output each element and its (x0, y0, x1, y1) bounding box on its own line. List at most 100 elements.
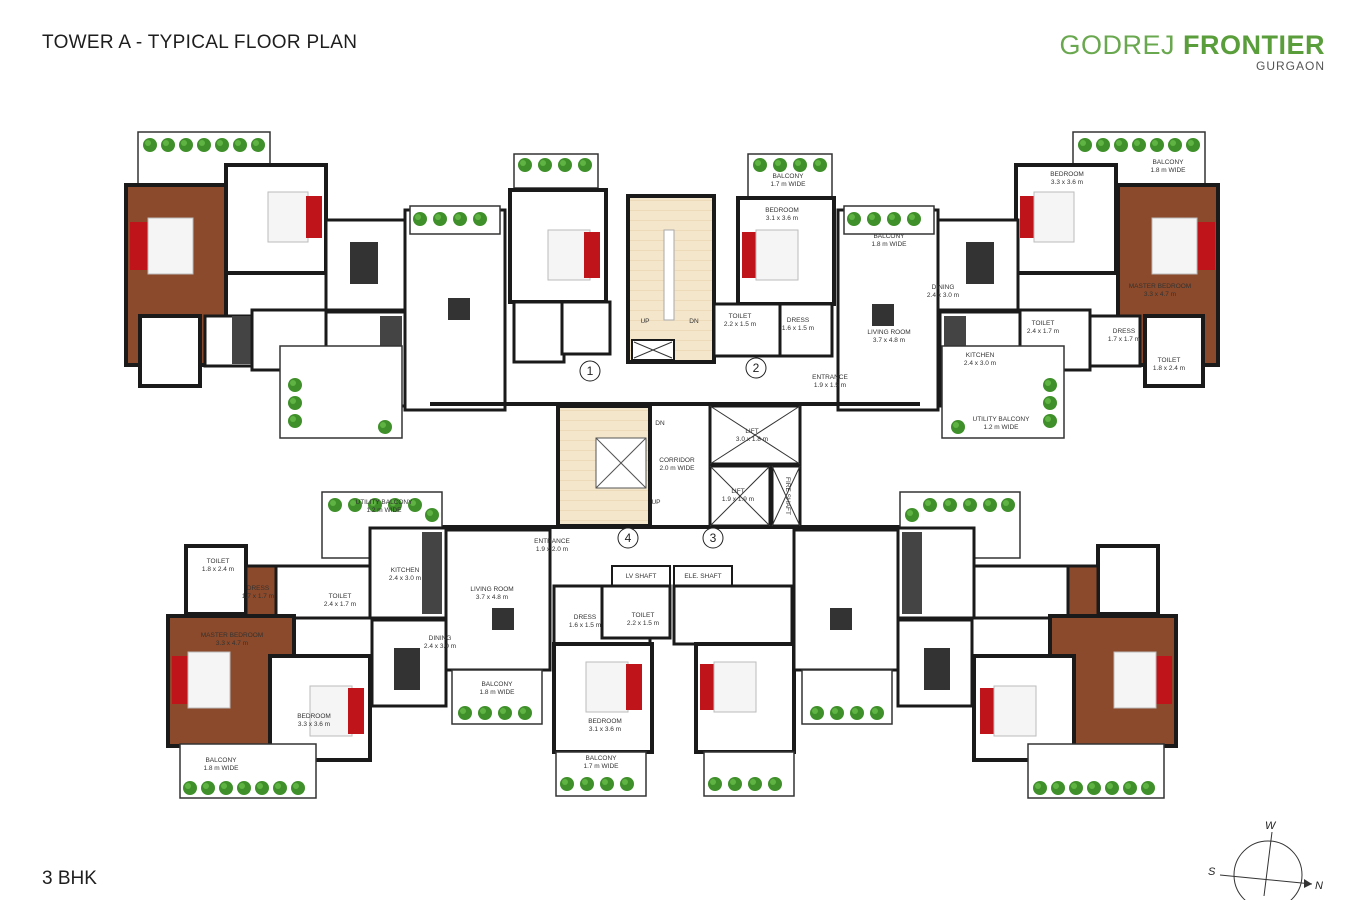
dress (1066, 564, 1100, 618)
label: BALCONY (481, 681, 513, 688)
label: TOILET (632, 612, 655, 619)
toilet (712, 302, 782, 358)
label: 1.9 x 2.0 m (536, 546, 568, 553)
compass-w: W (1265, 820, 1277, 832)
label: 1.8 m WIDE (1150, 167, 1186, 174)
label: DINING (429, 635, 452, 642)
label: TOILET (1032, 320, 1055, 327)
label: 3.3 x 3.6 m (298, 721, 330, 728)
label: FIRE SHAFT (784, 477, 791, 515)
unit-top-right (836, 131, 1220, 439)
dress (778, 302, 834, 358)
label: BALCONY (1152, 159, 1184, 166)
core-number: 3 (710, 531, 717, 545)
label: CORRIDOR (659, 457, 695, 464)
dining-table (350, 242, 378, 284)
bed (147, 217, 194, 275)
label: 1.8 m WIDE (479, 689, 515, 696)
label: DINING (932, 284, 955, 291)
toilet (560, 300, 612, 356)
unit-top-left (124, 131, 507, 439)
label: 1.2 m WIDE (983, 424, 1019, 431)
toilet (274, 564, 372, 620)
toilet (672, 584, 794, 646)
label: TOILET (207, 558, 230, 565)
label: TOILET (329, 593, 352, 600)
dining (324, 218, 408, 312)
label: BEDROOM (1050, 171, 1084, 178)
label: TOILET (729, 313, 752, 320)
label: 1.6 x 1.5 m (782, 325, 814, 332)
label: 3.7 x 4.8 m (873, 337, 905, 344)
label: KITCHEN (391, 567, 420, 574)
core-number: 2 (753, 361, 760, 375)
compass-icon: W S N (1208, 820, 1323, 900)
core-number: 4 (625, 531, 632, 545)
label: LIFT (731, 488, 744, 495)
toilet (1143, 314, 1205, 388)
label: 1.8 m WIDE (871, 241, 907, 248)
label: 2.4 x 3.0 m (927, 292, 959, 299)
label: 2.4 x 1.7 m (1027, 328, 1059, 335)
label: UP (651, 499, 660, 506)
brand-city: GURGAON (1255, 59, 1325, 73)
toilet (184, 544, 248, 616)
label: DRESS (787, 317, 810, 324)
label: 1.8 x 2.4 m (202, 566, 234, 573)
toilet (972, 564, 1070, 620)
label: BALCONY (205, 757, 237, 764)
compass-s: S (1208, 866, 1216, 878)
label: BALCONY (585, 755, 617, 762)
label: DRESS (574, 614, 597, 621)
wardrobe (232, 316, 252, 364)
label: 1.7 x 1.7 m (1108, 336, 1140, 343)
label: 2.2 x 1.5 m (627, 620, 659, 627)
label: LIVING ROOM (470, 586, 513, 593)
label: BEDROOM (765, 207, 799, 214)
label: 3.1 x 3.6 m (766, 215, 798, 222)
label: LV SHAFT (626, 573, 657, 580)
label: 2.4 x 3.0 m (424, 643, 456, 650)
label: 3.1 x 3.6 m (589, 726, 621, 733)
brand-logo: GODREJ FRONTIER GURGAON (1059, 30, 1325, 73)
label: UTILITY BALCONY (356, 499, 414, 506)
label: 1.8 m WIDE (203, 765, 239, 772)
unit-type-label: 3 BHK (42, 868, 97, 889)
label: 1.7 m WIDE (770, 181, 806, 188)
label: 1.7 x 1.7 m (242, 593, 274, 600)
label: DN (689, 318, 699, 325)
label: MASTER BEDROOM (201, 632, 263, 639)
label: LIFT (745, 428, 758, 435)
toilet (600, 584, 672, 640)
living-room (792, 528, 900, 672)
label: 1.8 x 2.4 m (1153, 365, 1185, 372)
label: ELE. SHAFT (684, 573, 721, 580)
bottom-core (552, 584, 796, 797)
bed (306, 196, 322, 238)
label: BEDROOM (297, 713, 331, 720)
label: LIVING ROOM (867, 329, 910, 336)
label: DRESS (247, 585, 270, 592)
label: DRESS (1113, 328, 1136, 335)
label: 2.4 x 3.0 m (389, 575, 421, 582)
label: 1.9 x 1.9 m (722, 496, 754, 503)
label: 1.9 x 1.5 m (814, 382, 846, 389)
core-numbers: 1 2 3 4 (579, 357, 767, 549)
bed (267, 191, 309, 243)
toilet (1096, 544, 1160, 616)
toilet (138, 314, 202, 388)
label: 2.4 x 1.7 m (324, 601, 356, 608)
top-core (508, 153, 836, 364)
label: UTILITY BALCONY (973, 416, 1031, 423)
label: DN (655, 420, 665, 427)
bed (130, 222, 150, 270)
living-room (403, 208, 507, 412)
label: MASTER BEDROOM (1129, 283, 1191, 290)
label: UP (640, 318, 649, 325)
label: BEDROOM (588, 718, 622, 725)
unit-bottom-right (792, 491, 1178, 799)
label: 3.7 x 4.8 m (476, 594, 508, 601)
compass-n: N (1315, 880, 1323, 892)
label: BALCONY (873, 233, 905, 240)
